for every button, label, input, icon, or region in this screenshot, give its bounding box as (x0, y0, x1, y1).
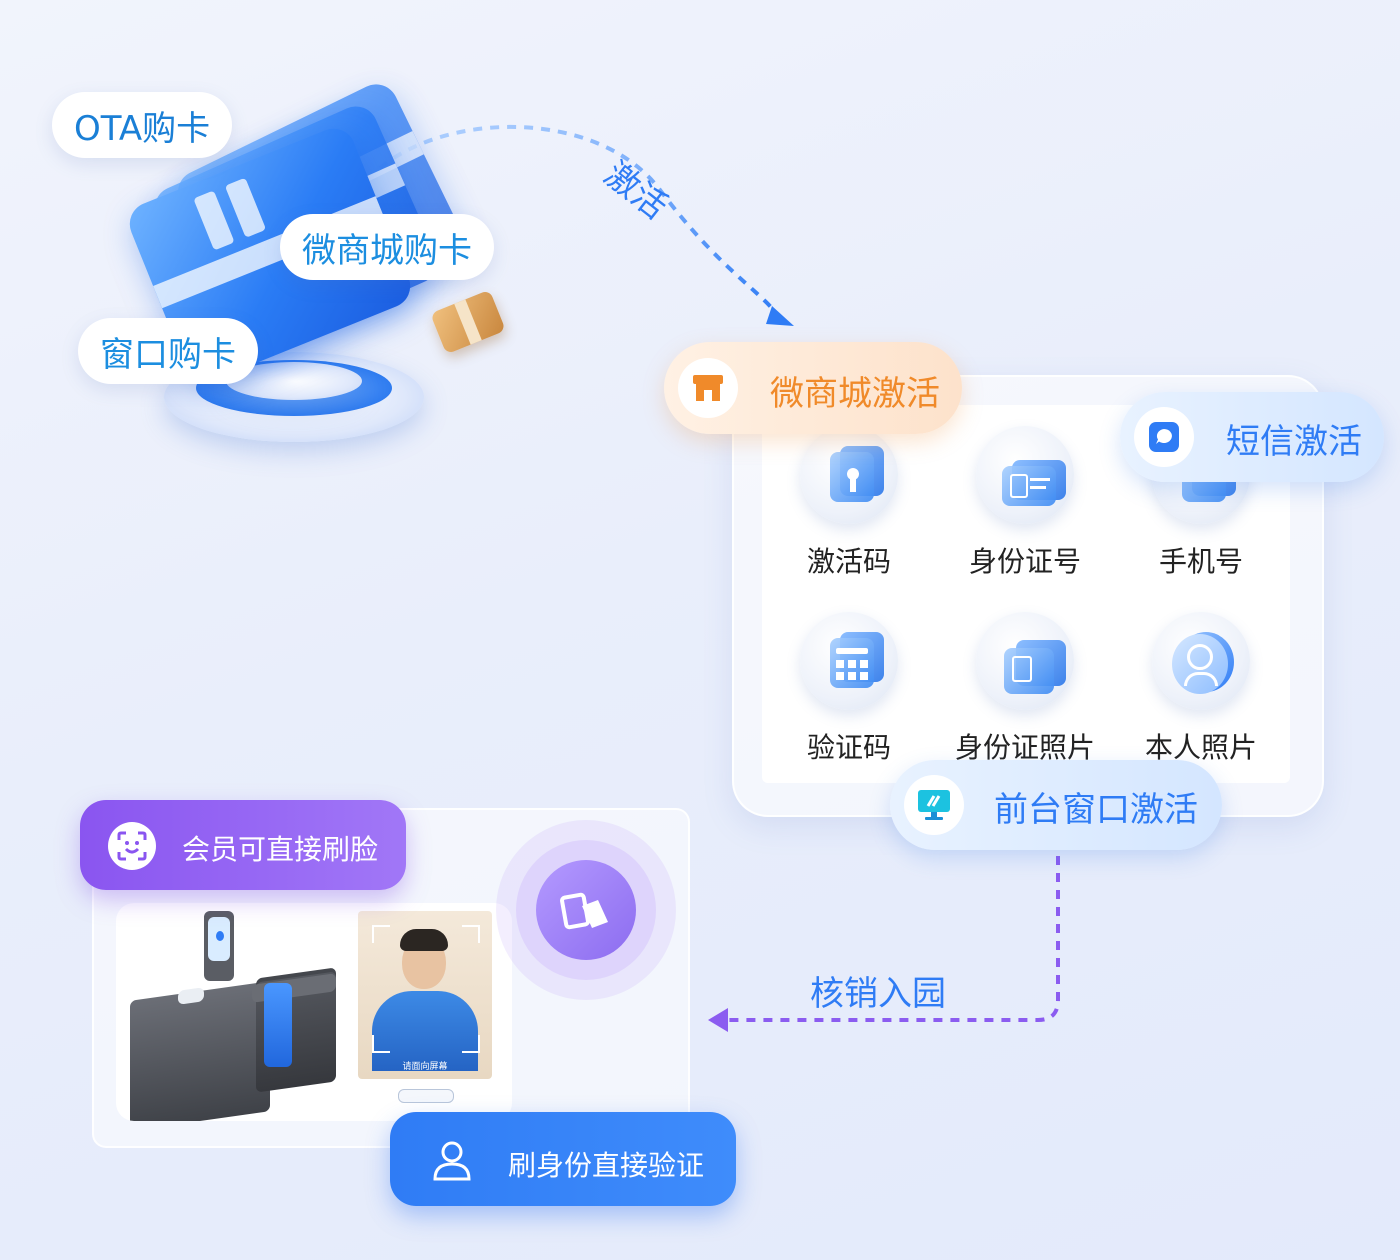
wechat-mall-purchase-pill: 微商城购卡 (280, 214, 494, 280)
redeem-flow-label: 核销入园 (810, 974, 946, 1014)
front-desk-activation-label: 前台窗口激活 (994, 790, 1198, 830)
portrait-hair (400, 929, 448, 951)
activate-arrow-head (766, 306, 794, 326)
method-label: 手机号 (1158, 545, 1243, 578)
keyhole-lock-icon (800, 426, 898, 524)
method-id-photo: 身份证照片 (950, 612, 1100, 766)
portrait-shirt (372, 991, 478, 1071)
user-icon (430, 1138, 474, 1186)
member-face-label: 会员可直接刷脸 (182, 833, 379, 866)
sms-activation-badge: 短信激活 (1120, 392, 1384, 482)
method-label: 身份证号 (968, 545, 1081, 578)
method-label: 激活码 (806, 545, 891, 578)
scan-frame-br (462, 1035, 480, 1053)
method-label: 身份证照片 (954, 731, 1095, 764)
method-label: 验证码 (806, 731, 891, 764)
desktop-monitor-icon (904, 775, 964, 835)
sms-activation-label: 短信激活 (1226, 422, 1362, 462)
keypad-icon (800, 612, 898, 710)
method-activation-code: 激活码 (774, 426, 924, 580)
id-swipe-badge: 刷身份直接验证 (390, 1112, 736, 1206)
store-icon (678, 358, 738, 418)
face-scan-screen: 请面向屏幕 (358, 911, 492, 1079)
wechat-mall-activation-label: 微商城激活 (770, 374, 940, 414)
verification-photo-area: 请面向屏幕 (116, 903, 512, 1121)
member-face-badge: 会员可直接刷脸 (80, 800, 406, 890)
redeem-arrow-line (728, 856, 1060, 1022)
message-icon (1134, 407, 1194, 467)
face-screen-prompt: 请面向屏幕 (402, 1062, 448, 1072)
method-person-photo: 本人照片 (1126, 612, 1276, 766)
wechat-mall-activation-badge: 微商城激活 (664, 342, 962, 434)
id-card-icon (976, 426, 1074, 524)
scan-frame-tl (372, 925, 390, 943)
scan-frame-bl (372, 1035, 390, 1053)
id-swipe-label: 刷身份直接验证 (508, 1149, 705, 1182)
front-desk-activation-badge: 前台窗口激活 (890, 760, 1222, 850)
id-card-swipe-icon (536, 860, 636, 960)
face-scan-icon (108, 822, 156, 870)
id-photo-icon (976, 612, 1074, 710)
window-purchase-pill: 窗口购卡 (78, 318, 258, 384)
ota-purchase-pill: OTA购卡 (52, 92, 233, 158)
redeem-arrow-head (708, 1008, 728, 1032)
method-label: 本人照片 (1144, 731, 1257, 764)
scan-frame-tr (462, 925, 480, 943)
secure-badge (398, 1089, 454, 1103)
person-photo-icon (1152, 612, 1250, 710)
method-id-number: 身份证号 (950, 426, 1100, 580)
method-verification-code: 验证码 (774, 612, 924, 766)
